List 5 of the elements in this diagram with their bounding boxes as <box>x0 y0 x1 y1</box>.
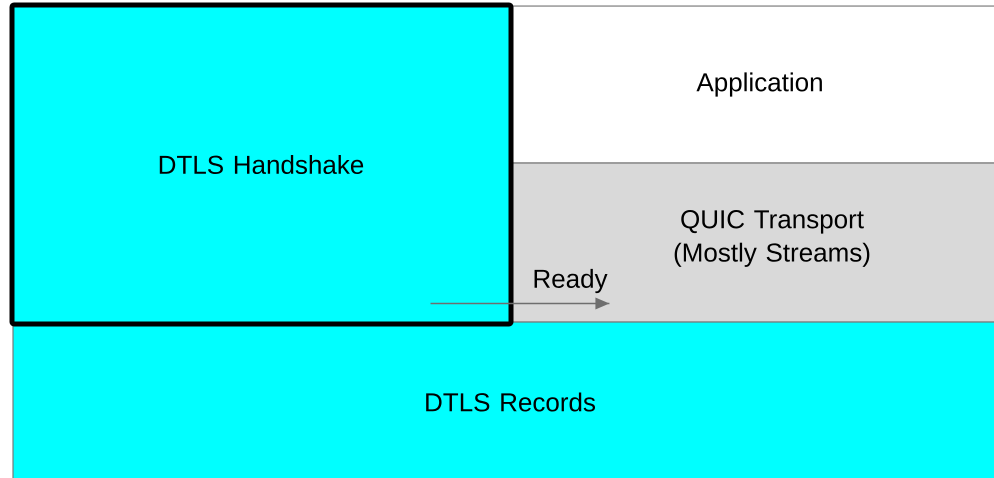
layer-box: Application <box>510 5 994 164</box>
arrow <box>430 298 610 310</box>
layer-box: DTLS Records <box>12 321 994 478</box>
handshake-box: DTLS Handshake <box>10 2 514 326</box>
edge-label: Ready <box>531 268 609 294</box>
